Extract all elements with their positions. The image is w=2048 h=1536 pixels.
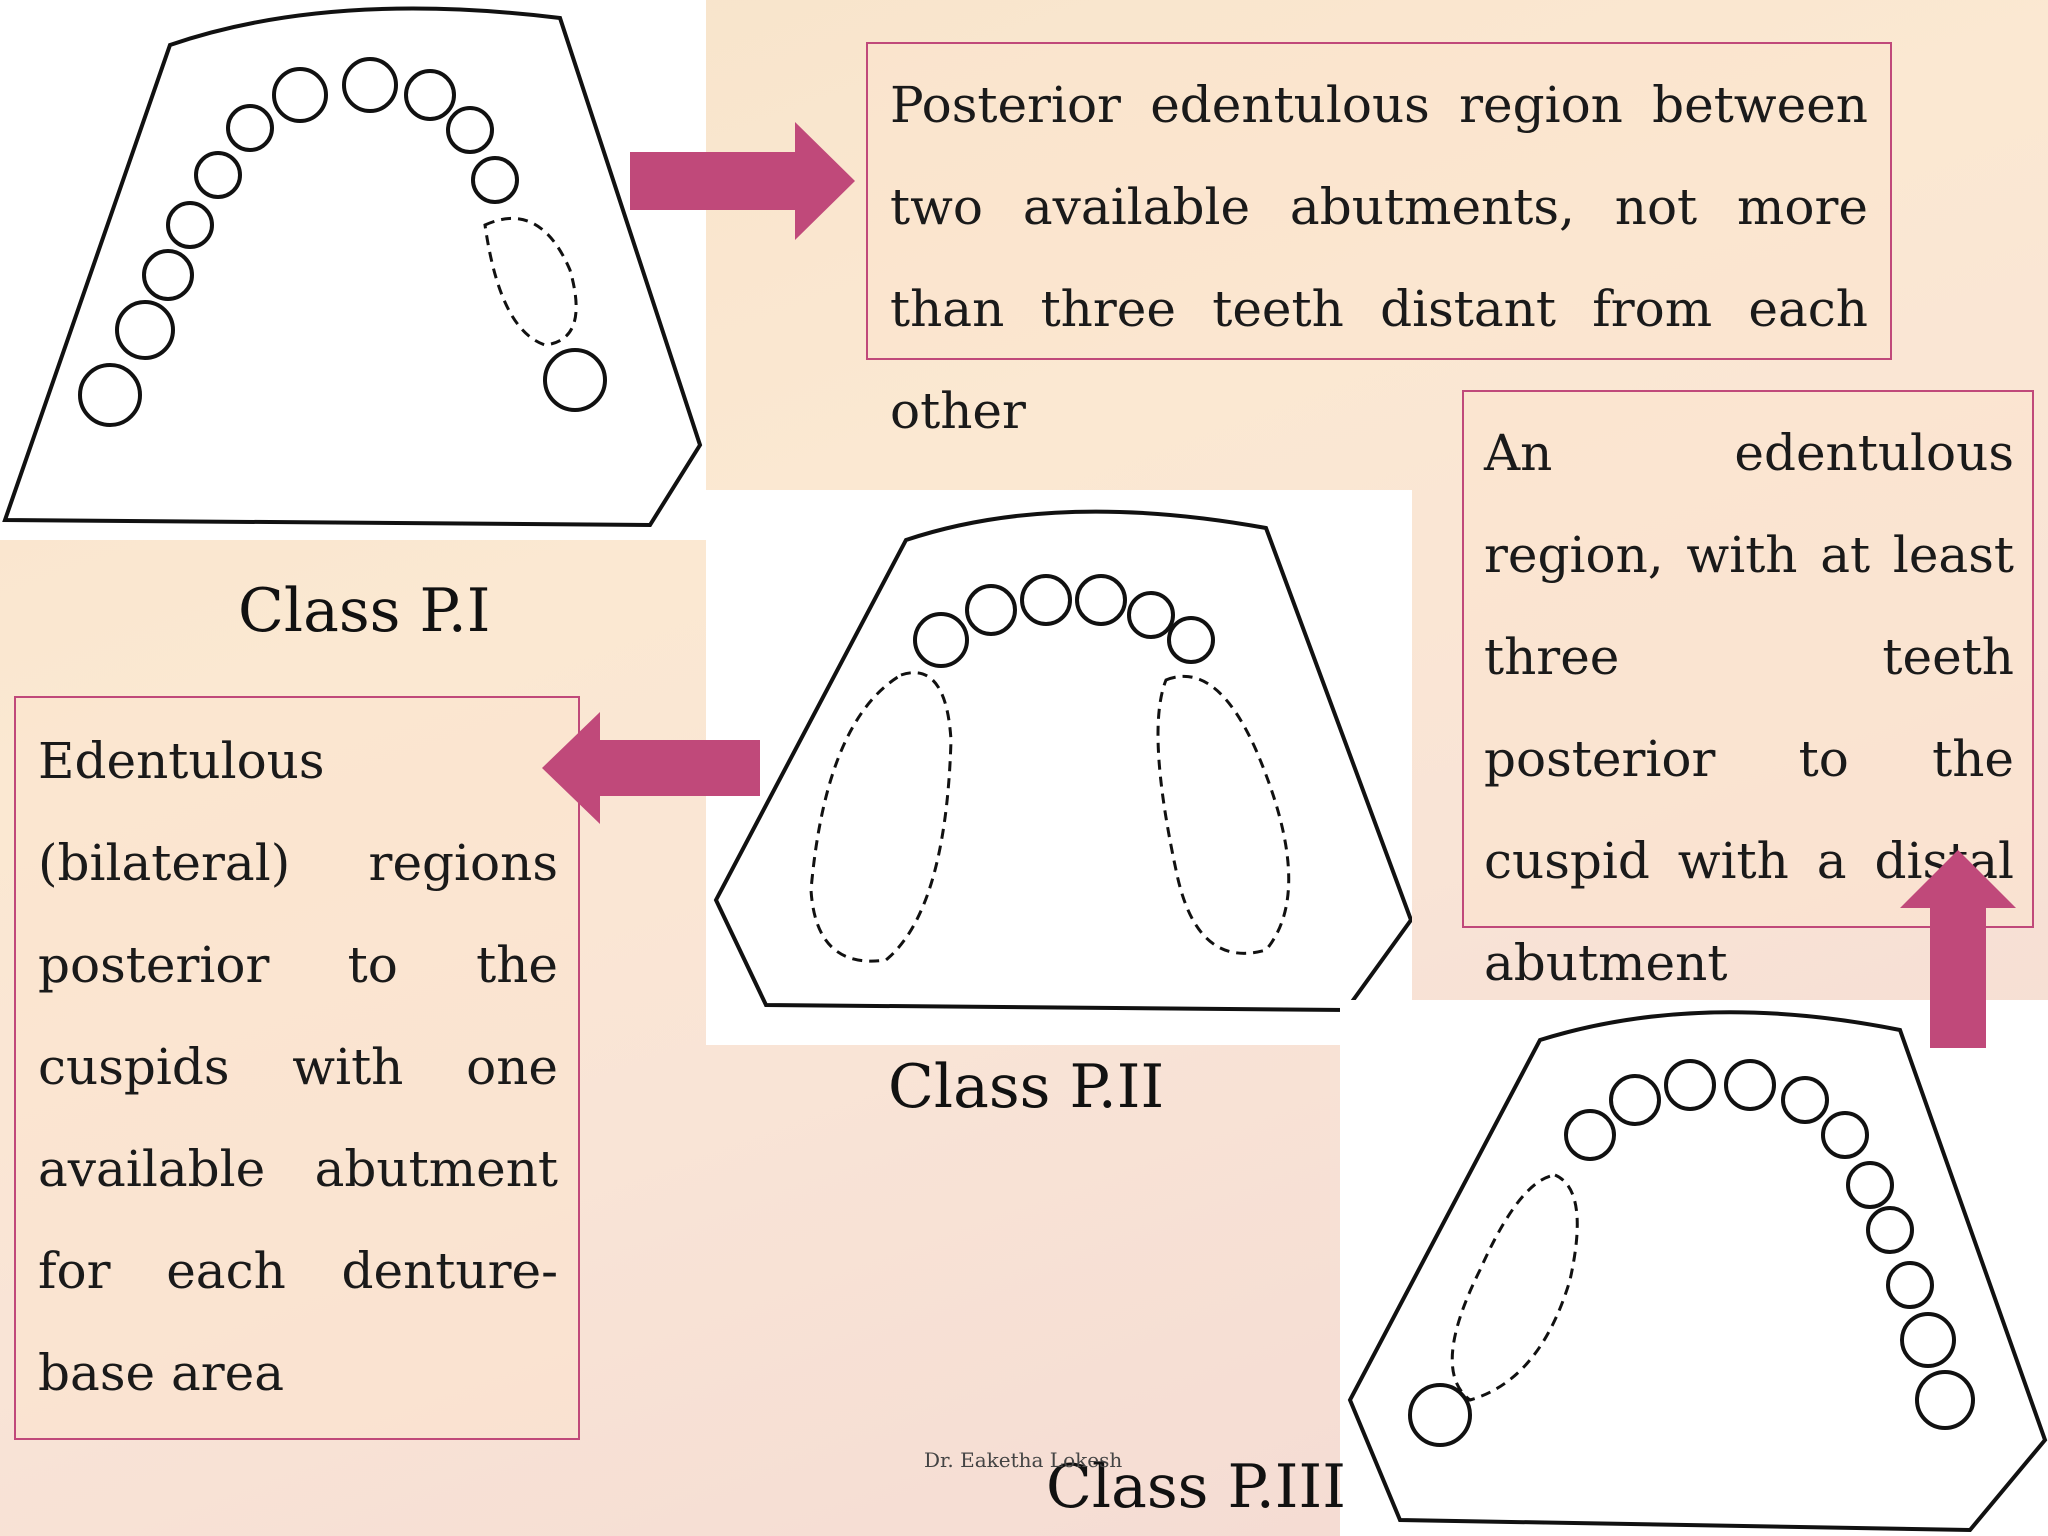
- class-p1-description: Posterior edentulous region between two …: [890, 76, 1868, 440]
- class-p2-description: Edentulous (bilateral) regions posterior…: [38, 732, 558, 1402]
- arrow-up-icon: [1900, 850, 2016, 1048]
- class-p3-caption: Class P.III: [1046, 1452, 1346, 1522]
- class-p1-caption: Class P.I: [238, 576, 491, 646]
- class-p1-illustration: [0, 0, 706, 540]
- class-p2-caption: Class P.II: [888, 1052, 1165, 1122]
- class-p2-illustration: [706, 490, 1412, 1045]
- dental-arch-class-3-icon: [1347, 1010, 2048, 1533]
- class-p3-description: An edentulous region, with at least thre…: [1484, 424, 2014, 992]
- class-p1-description-box: Posterior edentulous region between two …: [866, 42, 1892, 440]
- dental-arch-class-1-icon: [2, 6, 703, 528]
- class-p3-illustration: [1340, 1000, 2048, 1536]
- arrow-left-icon: [542, 712, 760, 824]
- class-p3-description-box: An edentulous region, with at least thre…: [1462, 390, 2034, 992]
- dental-arch-class-2-icon: [713, 509, 1412, 1013]
- author-footer: Dr. Eaketha Lokesh: [924, 1448, 1123, 1472]
- arrow-right-icon: [630, 122, 855, 240]
- class-p2-description-box: Edentulous (bilateral) regions posterior…: [14, 696, 580, 1440]
